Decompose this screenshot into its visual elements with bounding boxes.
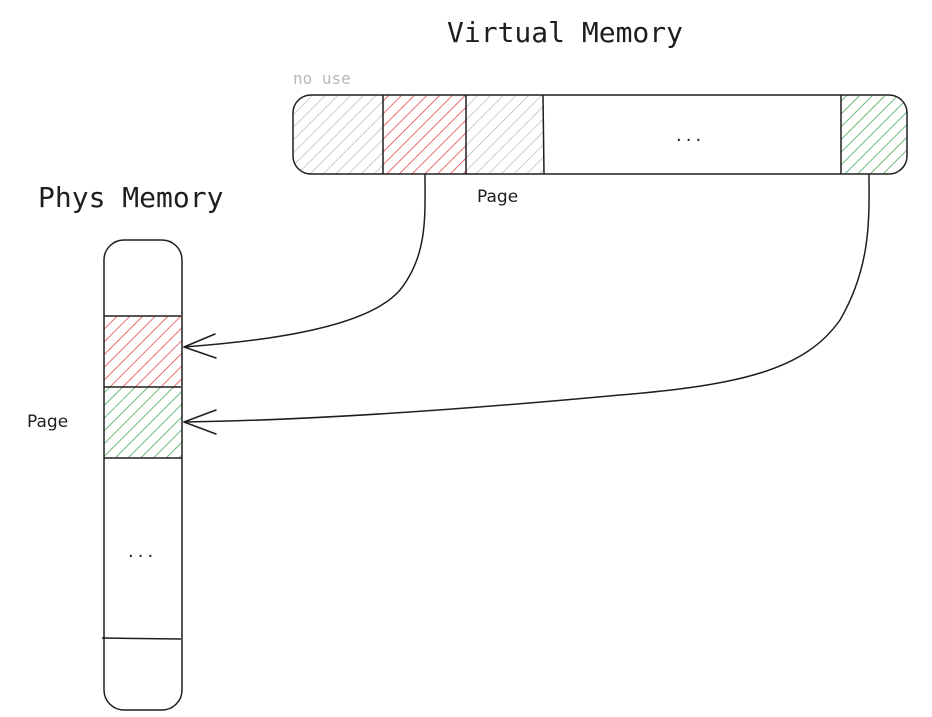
virtual-divider xyxy=(542,94,545,175)
phys-page-label: Page xyxy=(27,412,68,432)
phys-segment-page-green xyxy=(104,387,182,458)
virtual-segment-page-green xyxy=(841,95,907,174)
virtual-page-label: Page xyxy=(477,187,518,207)
virtual-ellipsis: ... xyxy=(676,125,705,146)
virtual-memory-bar: ... xyxy=(292,94,908,175)
mapping-arrow-green xyxy=(183,174,870,435)
virtual-bar-outline xyxy=(292,94,908,175)
no-use-label: no use xyxy=(293,69,351,88)
virtual-segment-no-use-2 xyxy=(466,95,543,174)
phys-bar-outline xyxy=(103,239,183,711)
arrow-green-line xyxy=(183,174,870,423)
phys-segment-page-red xyxy=(104,316,182,387)
virtual-segment-page-red xyxy=(383,95,466,174)
virtual-segment-no-use-1 xyxy=(293,95,383,174)
phys-divider xyxy=(101,637,182,640)
phys-memory-title: Phys Memory xyxy=(38,181,223,214)
arrow-red-line xyxy=(183,174,426,348)
arrow-green-head-icon xyxy=(183,409,217,435)
arrow-red-head-icon xyxy=(183,333,217,359)
mapping-arrow-red xyxy=(183,174,426,359)
phys-memory-bar: ... xyxy=(101,239,183,711)
virtual-memory-title: Virtual Memory xyxy=(447,16,683,49)
phys-ellipsis: ... xyxy=(128,541,157,562)
